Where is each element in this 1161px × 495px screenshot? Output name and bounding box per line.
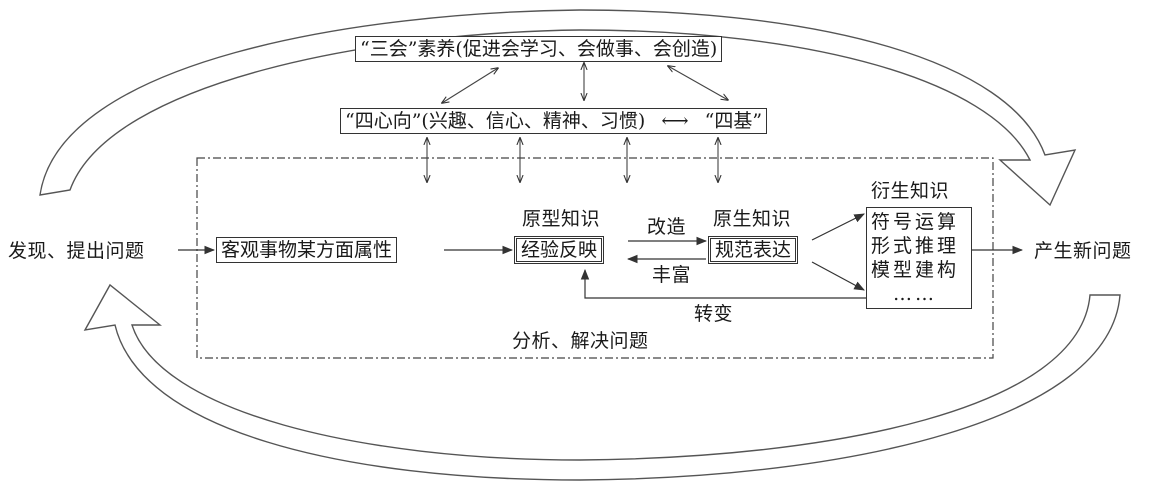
analyze-solve-label: 分析、解决问题	[512, 330, 649, 352]
analysis-frame	[196, 157, 994, 359]
lower-cycle-arrow	[83, 283, 1121, 481]
derived-item: 符号运算	[871, 211, 960, 233]
arrow-change	[580, 268, 866, 299]
object-attribute-box: 客观事物某方面属性	[216, 237, 398, 263]
four-basics-text: “四基”	[704, 110, 763, 132]
derived-item: 模型建构	[871, 259, 960, 281]
derived-item: 形式推理	[871, 235, 960, 257]
normative-expression-box: 规范表达	[708, 236, 799, 264]
new-problem-label: 产生新问题	[1034, 240, 1132, 262]
experience-reflection-text: 经验反映	[521, 239, 598, 261]
derived-knowledge-box: 符号运算 形式推理 模型建构 ……	[866, 207, 972, 309]
arrow-link-3	[668, 66, 728, 100]
four-dispositions-text: “四心向”(兴趣、信心、精神、习惯)	[345, 110, 646, 132]
object-attribute-text: 客观事物某方面属性	[221, 239, 393, 261]
original-knowledge-title: 原生知识	[713, 208, 792, 230]
derived-item: ……	[893, 283, 937, 305]
enrich-label: 丰富	[652, 264, 692, 286]
prototype-knowledge-title: 原型知识	[522, 208, 601, 230]
three-competencies-box: “三会”素养(促进会学习、会做事、会创造)	[355, 36, 723, 62]
normative-expression-text: 规范表达	[715, 239, 792, 261]
experience-reflection-box: 经验反映	[514, 236, 605, 264]
change-label: 转变	[694, 303, 734, 325]
arrow-original-to-derived-down	[811, 261, 865, 291]
derived-knowledge-title: 衍生知识	[871, 180, 950, 202]
arrow-link-1	[442, 68, 498, 103]
four-dispositions-box: “四心向”(兴趣、信心、精神、习惯) ⟷ “四基”	[340, 108, 768, 134]
discover-problem-label: 发现、提出问题	[8, 240, 145, 262]
three-competencies-text: “三会”素养(促进会学习、会做事、会创造)	[360, 38, 718, 60]
transform-label: 改造	[647, 216, 687, 238]
arrow-original-to-derived-up	[811, 213, 865, 241]
double-arrow-icon: ⟷	[661, 110, 689, 132]
